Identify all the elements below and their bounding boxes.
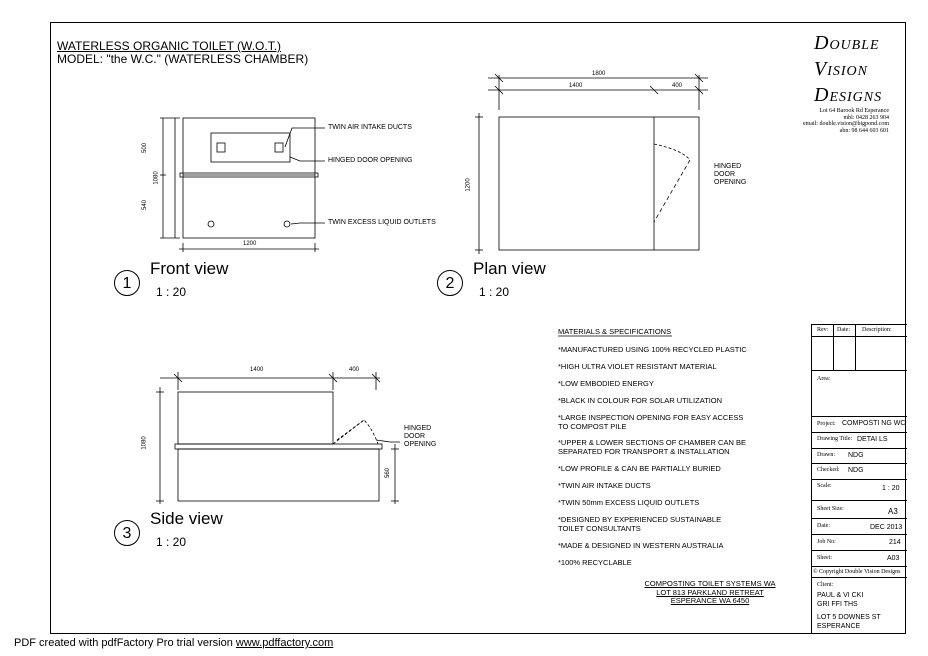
side-note-line: OPENING <box>404 441 437 448</box>
spec-item: *TWIN AIR INTAKE DUCTS <box>558 481 651 490</box>
plan-note-line: DOOR <box>714 171 735 178</box>
spec-item: *UPPER & LOWER SECTIONS OF CHAMBER CAN B… <box>558 438 746 456</box>
tb-drawing-title: DETAI LS <box>857 436 888 443</box>
tb-copyright: © Copyright Double Vision Designs <box>813 569 901 575</box>
client-line: PAUL & VI CKI <box>817 592 864 599</box>
tb-drawn-label: Drawn: <box>817 452 835 458</box>
project-address: COMPOSTING TOILET SYSTEMS WA LOT 813 PAR… <box>640 579 780 606</box>
title-block: Rev: Date: Description: Area: Project: C… <box>811 324 907 634</box>
tb-checked: NDG <box>848 467 864 474</box>
dim-plan-left: 1400 <box>569 83 583 89</box>
client-line: ESPERANCE <box>817 623 861 630</box>
tb-client: PAUL & VI CKI GRI FFI THS LOT 5 DOWNES S… <box>817 591 881 631</box>
note-liquid-outlets: TWIN EXCESS LIQUID OUTLETS <box>328 219 436 226</box>
spec-item: *TWIN 50mm EXCESS LIQUID OUTLETS <box>558 498 700 507</box>
contact-line: abn: 98 644 603 601 <box>839 127 889 134</box>
tb-client-label: Client: <box>817 582 834 588</box>
tb-description: Description: <box>862 327 892 333</box>
client-line: LOT 5 DOWNES ST <box>817 614 881 621</box>
brand-word-2: Vision <box>814 58 868 80</box>
view-number-1: 1 <box>114 270 140 296</box>
tb-sheet-size: A3 <box>888 507 898 516</box>
tb-scale-label: Scale: <box>817 483 832 489</box>
spec-item: *LARGE INSPECTION OPENING FOR EASY ACCES… <box>558 413 744 431</box>
spec-item: *100% RECYCLABLE <box>558 558 632 567</box>
brand-word-3: Designs <box>814 84 883 106</box>
dim-side-left: 1400 <box>250 367 264 373</box>
spec-item: *DESIGNED BY EXPERIENCED SUSTAINABLE TOI… <box>558 515 722 533</box>
side-note-line: HINGED <box>404 425 432 432</box>
front-view-label: Front view <box>150 259 229 278</box>
plan-note-line: OPENING <box>714 179 747 186</box>
dim-front-width: 1200 <box>243 241 257 247</box>
plan-view-label: Plan view <box>473 259 546 278</box>
contact-line: Lot 64 Barook Rd Esperance <box>819 108 889 114</box>
tb-drawing-title-label: Drawing Title: <box>817 436 853 442</box>
note-hinged-door: HINGED DOOR OPENING <box>328 157 413 164</box>
tb-checked-label: Checked: <box>817 467 840 473</box>
dim-front-total: 1080 <box>153 171 160 185</box>
front-view-drawing <box>160 117 325 252</box>
plan-view-scale: 1 : 20 <box>479 285 510 299</box>
address-line: ESPERANCE WA 6450 <box>670 596 750 605</box>
dim-front-bottom: 540 <box>142 199 149 211</box>
spec-item: *MADE & DESIGNED IN WESTERN AUSTRALIA <box>558 541 724 550</box>
dim-side-height: 1080 <box>141 436 148 450</box>
side-view-scale: 1 : 20 <box>156 535 187 549</box>
side-view-label: Side view <box>150 509 223 528</box>
contact-line: email: double.vision@bigpond.com <box>802 121 889 127</box>
spec-item: *LOW EMBODIED ENERGY <box>558 379 654 388</box>
tb-sheet-label: Sheet: <box>817 555 832 561</box>
side-note-line: DOOR <box>404 433 425 440</box>
tb-sheet-size-label: Sheet Size: <box>817 506 844 512</box>
tb-job: 214 <box>889 539 901 546</box>
note-twin-air-intake: TWIN AIR INTAKE DUCTS <box>328 124 412 131</box>
tb-job-label: Job No: <box>817 539 836 545</box>
specs-heading: MATERIALS & SPECIFICATIONS <box>558 327 672 336</box>
footer-text: PDF created with pdfFactory Pro trial ve… <box>14 637 236 649</box>
brand-contact: Lot 64 Barook Rd Esperance mbl: 0428 263… <box>790 108 889 134</box>
front-view-scale: 1 : 20 <box>156 285 187 299</box>
dim-plan-right: 400 <box>672 83 683 89</box>
client-line: GRI FFI THS <box>817 601 858 608</box>
dim-side-lower: 560 <box>385 467 392 479</box>
dim-front-top: 500 <box>142 142 149 154</box>
tb-date-value: DEC 2013 <box>870 524 903 531</box>
drawing-title: WATERLESS ORGANIC TOILET (W.O.T.) <box>57 39 282 53</box>
spec-item: *LOW PROFILE & CAN BE PARTIALLY BURIED <box>558 464 721 473</box>
tb-date-label: Date: <box>817 523 830 529</box>
view-number-3: 3 <box>114 520 140 546</box>
drawing-sheet-border <box>50 22 906 634</box>
footer-link[interactable]: www.pdffactory.com <box>235 637 334 649</box>
plan-note: HINGED DOOR OPENING <box>714 163 746 187</box>
dim-plan-depth: 1200 <box>465 178 472 192</box>
address-line: COMPOSTING TOILET SYSTEMS WA <box>644 579 776 588</box>
side-note: HINGED DOOR OPENING <box>404 425 436 449</box>
tb-project: COMPOSTI NG WC <box>842 420 906 427</box>
spec-item: *BLACK IN COLOUR FOR SOLAR UTILIZATION <box>558 396 723 405</box>
dim-side-right: 400 <box>349 367 360 373</box>
brand-word-1: Double <box>814 32 880 54</box>
tb-drawn: NDG <box>848 452 864 459</box>
drawing-subtitle: MODEL: "the W.C." (WATERLESS CHAMBER) <box>57 52 309 66</box>
pdf-footer: PDF created with pdfFactory Pro trial ve… <box>14 637 333 649</box>
tb-date-header: Date: <box>837 327 850 333</box>
tb-scale: 1 : 20 <box>882 485 900 492</box>
view-number-2: 2 <box>437 270 463 296</box>
tb-sheet: A03 <box>887 555 900 562</box>
tb-area: Area: <box>817 376 831 382</box>
dim-plan-total: 1800 <box>592 71 606 77</box>
spec-item: *HIGH ULTRA VIOLET RESISTANT MATERIAL <box>558 362 717 371</box>
address-line: LOT 813 PARKLAND RETREAT <box>656 587 764 597</box>
plan-note-line: HINGED <box>714 163 742 170</box>
spec-item: *MANUFACTURED USING 100% RECYCLED PLASTI… <box>558 345 747 354</box>
plan-view-drawing <box>475 73 708 254</box>
tb-project-label: Project: <box>817 421 836 427</box>
brand-logo: Double Vision Designs <box>814 30 882 108</box>
side-view-drawing <box>156 372 400 504</box>
contact-line: mbl: 0428 263 904 <box>843 114 889 121</box>
tb-rev: Rev: <box>817 327 829 333</box>
